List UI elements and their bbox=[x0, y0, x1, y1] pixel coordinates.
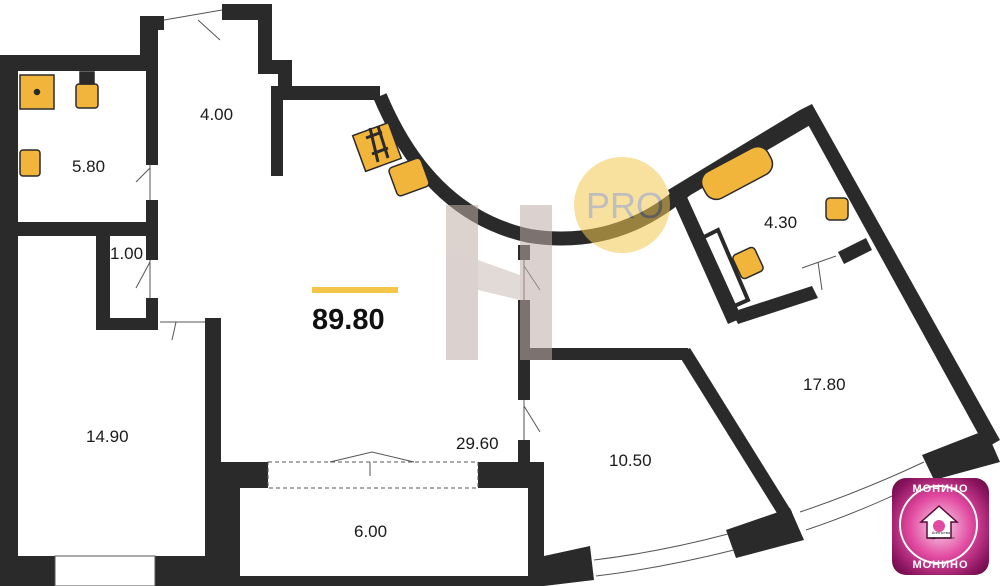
wall bbox=[96, 232, 110, 328]
sink-fixture-right bbox=[825, 197, 849, 221]
room-area-living: 29.60 bbox=[456, 434, 499, 453]
watermark-logo: PRO bbox=[446, 157, 670, 360]
toilet-fixture-right bbox=[732, 246, 764, 280]
total-area: 89.80 bbox=[312, 304, 385, 336]
wall bbox=[271, 86, 283, 176]
door-swing bbox=[135, 260, 151, 298]
wall bbox=[800, 104, 1000, 448]
house-icon bbox=[919, 504, 959, 539]
badge-line-1: Агентство bbox=[931, 530, 951, 535]
wall bbox=[518, 348, 688, 360]
watermark-pro-circle bbox=[574, 157, 670, 253]
agency-badge: МОНИНО Агентство недвижимости МОНИНО bbox=[892, 478, 989, 575]
wall bbox=[10, 222, 155, 236]
window bbox=[267, 461, 479, 489]
watermark-h-right bbox=[520, 205, 552, 360]
door-swing bbox=[523, 400, 541, 440]
bathtub-fixture bbox=[700, 145, 774, 201]
room-area-bedroom-right: 17.80 bbox=[803, 375, 846, 394]
room-area-bathroom-left: 5.80 bbox=[72, 157, 105, 176]
badge-ring bbox=[899, 485, 978, 564]
fixtures bbox=[19, 71, 849, 280]
watermark-pro-text: PRO bbox=[586, 185, 664, 226]
toilet-fixture bbox=[75, 83, 99, 109]
wall bbox=[146, 55, 158, 165]
wall bbox=[205, 318, 221, 556]
watermark-h-bar bbox=[478, 260, 520, 300]
window bbox=[54, 555, 156, 586]
drain-icon bbox=[33, 88, 41, 96]
room-area-bathroom-right: 4.30 bbox=[764, 213, 797, 232]
wall bbox=[838, 238, 872, 264]
wall bbox=[695, 227, 751, 311]
walls bbox=[0, 4, 1000, 586]
wall bbox=[678, 348, 792, 518]
wall bbox=[220, 576, 544, 586]
wall bbox=[146, 200, 158, 260]
wall bbox=[732, 286, 818, 324]
balcony-door bbox=[329, 451, 415, 476]
wall bbox=[220, 462, 240, 586]
stove-grid bbox=[365, 125, 390, 163]
door-swing bbox=[160, 321, 205, 341]
room-area-bedroom-middle: 10.50 bbox=[609, 451, 652, 470]
wall bbox=[726, 508, 804, 558]
room-area-bedroom-left: 14.90 bbox=[86, 427, 129, 446]
door-swing bbox=[135, 165, 151, 200]
wall bbox=[96, 318, 158, 330]
room-area-closet: 1.00 bbox=[110, 244, 143, 263]
wall bbox=[140, 16, 164, 30]
room-area-balcony: 6.00 bbox=[354, 522, 387, 541]
wall bbox=[0, 55, 18, 585]
total-area-bar bbox=[312, 287, 398, 293]
door-swing bbox=[801, 255, 837, 291]
badge-line-2: недвижимости bbox=[927, 535, 955, 540]
sink-fixture bbox=[19, 149, 41, 177]
window bbox=[593, 533, 735, 577]
wall bbox=[922, 430, 1000, 480]
door-swing bbox=[163, 9, 223, 41]
wall bbox=[258, 4, 272, 74]
wall bbox=[0, 556, 55, 586]
wall bbox=[0, 55, 155, 71]
badge-bottom-text: МОНИНО bbox=[912, 559, 969, 571]
wall bbox=[280, 86, 380, 100]
wall bbox=[544, 546, 594, 586]
wall bbox=[278, 60, 292, 88]
wall bbox=[528, 462, 544, 586]
wall bbox=[518, 440, 530, 470]
watermark-h-left bbox=[446, 205, 478, 360]
kitchen-sink-fixture bbox=[388, 157, 430, 197]
toilet-tank bbox=[79, 71, 95, 85]
room-area-corridor: 4.00 bbox=[200, 105, 233, 124]
